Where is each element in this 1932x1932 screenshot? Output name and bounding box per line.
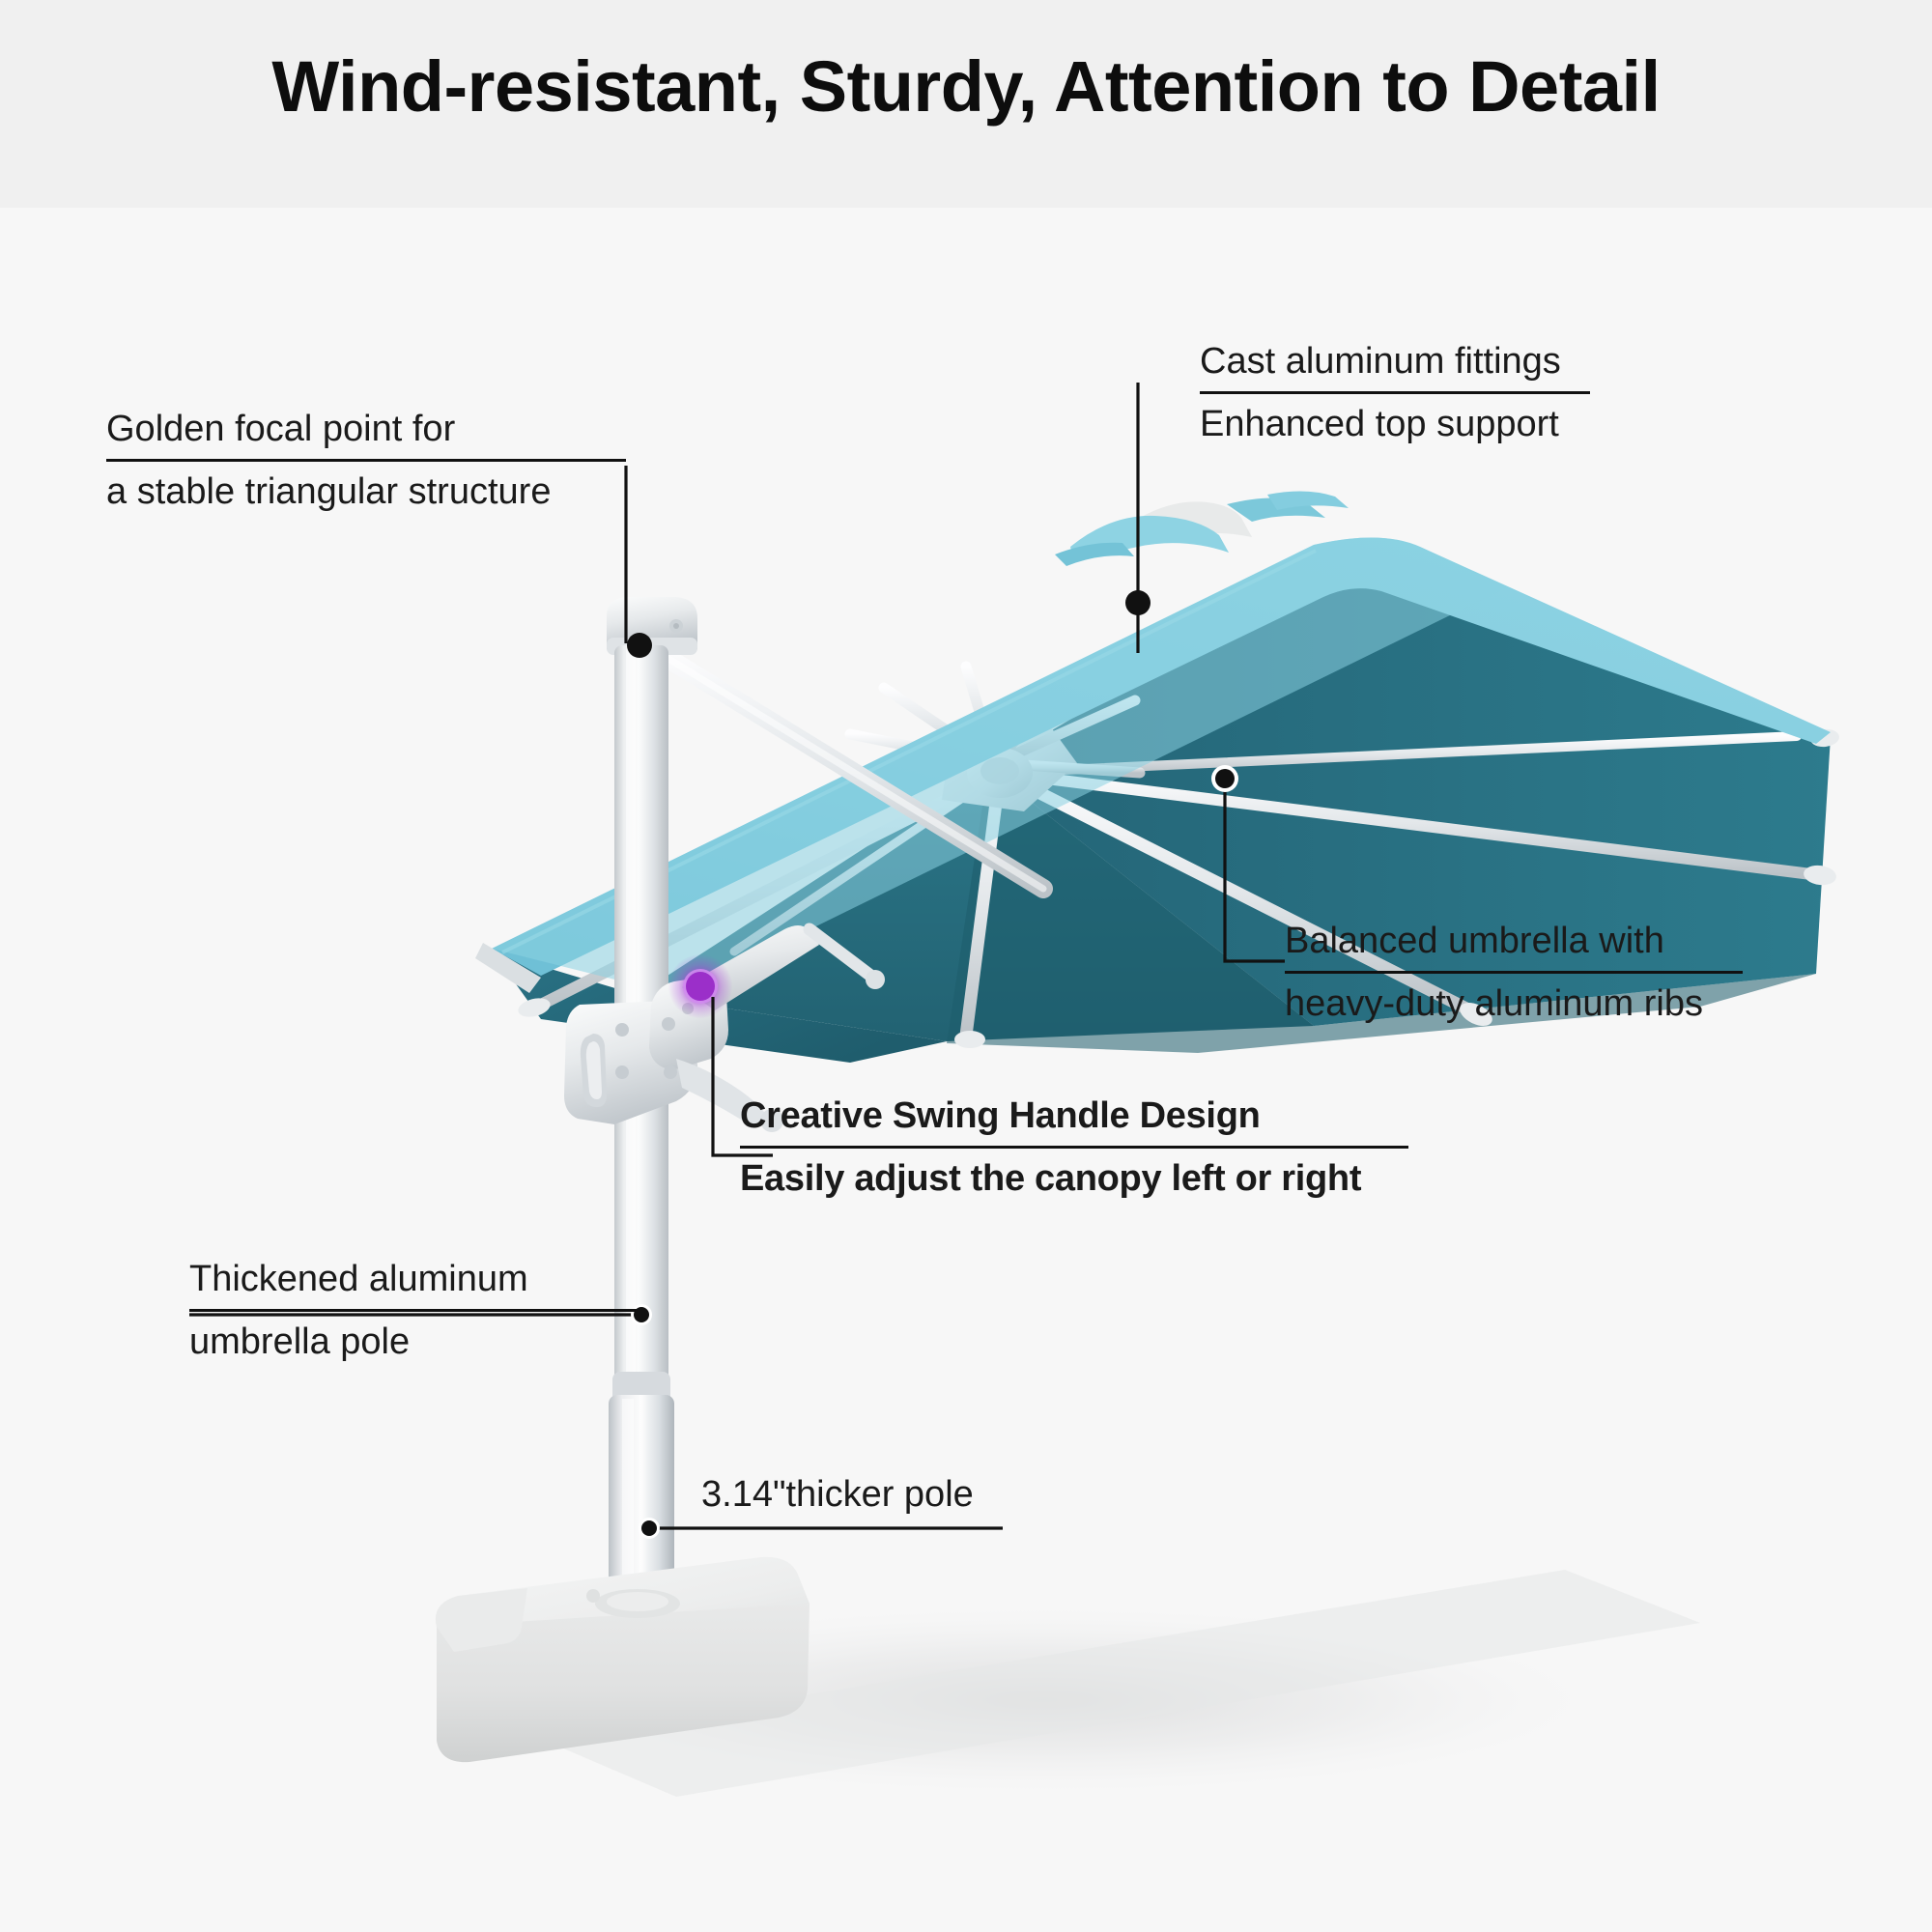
callout-balanced-umbrella-line1: Balanced umbrella with — [1285, 921, 1664, 961]
callout-golden-focal-point-line1: Golden focal point for — [106, 409, 456, 449]
header-band — [0, 0, 1932, 208]
callout-cast-aluminum-fittings-line1: Cast aluminum fittings — [1200, 341, 1561, 382]
callout-thicker-pole-spec-line1: 3.14"thicker pole — [701, 1474, 974, 1515]
callout-balanced-umbrella-line2: heavy-duty aluminum ribs — [1285, 983, 1703, 1024]
callout-golden-focal-point: Golden focal point for a stable triangul… — [106, 411, 626, 510]
callout-creative-swing-handle-rule — [740, 1146, 1408, 1149]
callout-balanced-umbrella-rule — [1285, 971, 1743, 974]
callout-thickened-aluminum-pole-rule — [189, 1309, 641, 1312]
callout-thickened-aluminum-pole-line1: Thickened aluminum — [189, 1259, 528, 1299]
callout-thickened-aluminum-pole: Thickened aluminum umbrella pole — [189, 1261, 641, 1360]
callout-creative-swing-handle-line2: Easily adjust the canopy left or right — [740, 1158, 1362, 1199]
callout-cast-aluminum-fittings-rule — [1200, 391, 1590, 394]
callout-creative-swing-handle-line1: Creative Swing Handle Design — [740, 1095, 1261, 1136]
umbrella-base — [435, 1556, 810, 1763]
callout-balanced-umbrella: Balanced umbrella with heavy-duty alumin… — [1285, 923, 1743, 1022]
callout-cast-aluminum-fittings: Cast aluminum fittings Enhanced top supp… — [1200, 343, 1590, 442]
swing-handle-highlight — [668, 954, 732, 1018]
callout-golden-focal-point-line2: a stable triangular structure — [106, 471, 552, 512]
callout-golden-focal-point-rule — [106, 459, 626, 462]
canopy-vent — [1055, 491, 1349, 566]
callout-thickened-aluminum-pole-line2: umbrella pole — [189, 1321, 411, 1362]
callout-creative-swing-handle: Creative Swing Handle Design Easily adju… — [740, 1097, 1408, 1197]
callout-cast-aluminum-fittings-line2: Enhanced top support — [1200, 404, 1559, 444]
page-title: Wind-resistant, Sturdy, Attention to Det… — [271, 46, 1661, 127]
callout-thicker-pole-spec: 3.14"thicker pole — [701, 1476, 1003, 1524]
